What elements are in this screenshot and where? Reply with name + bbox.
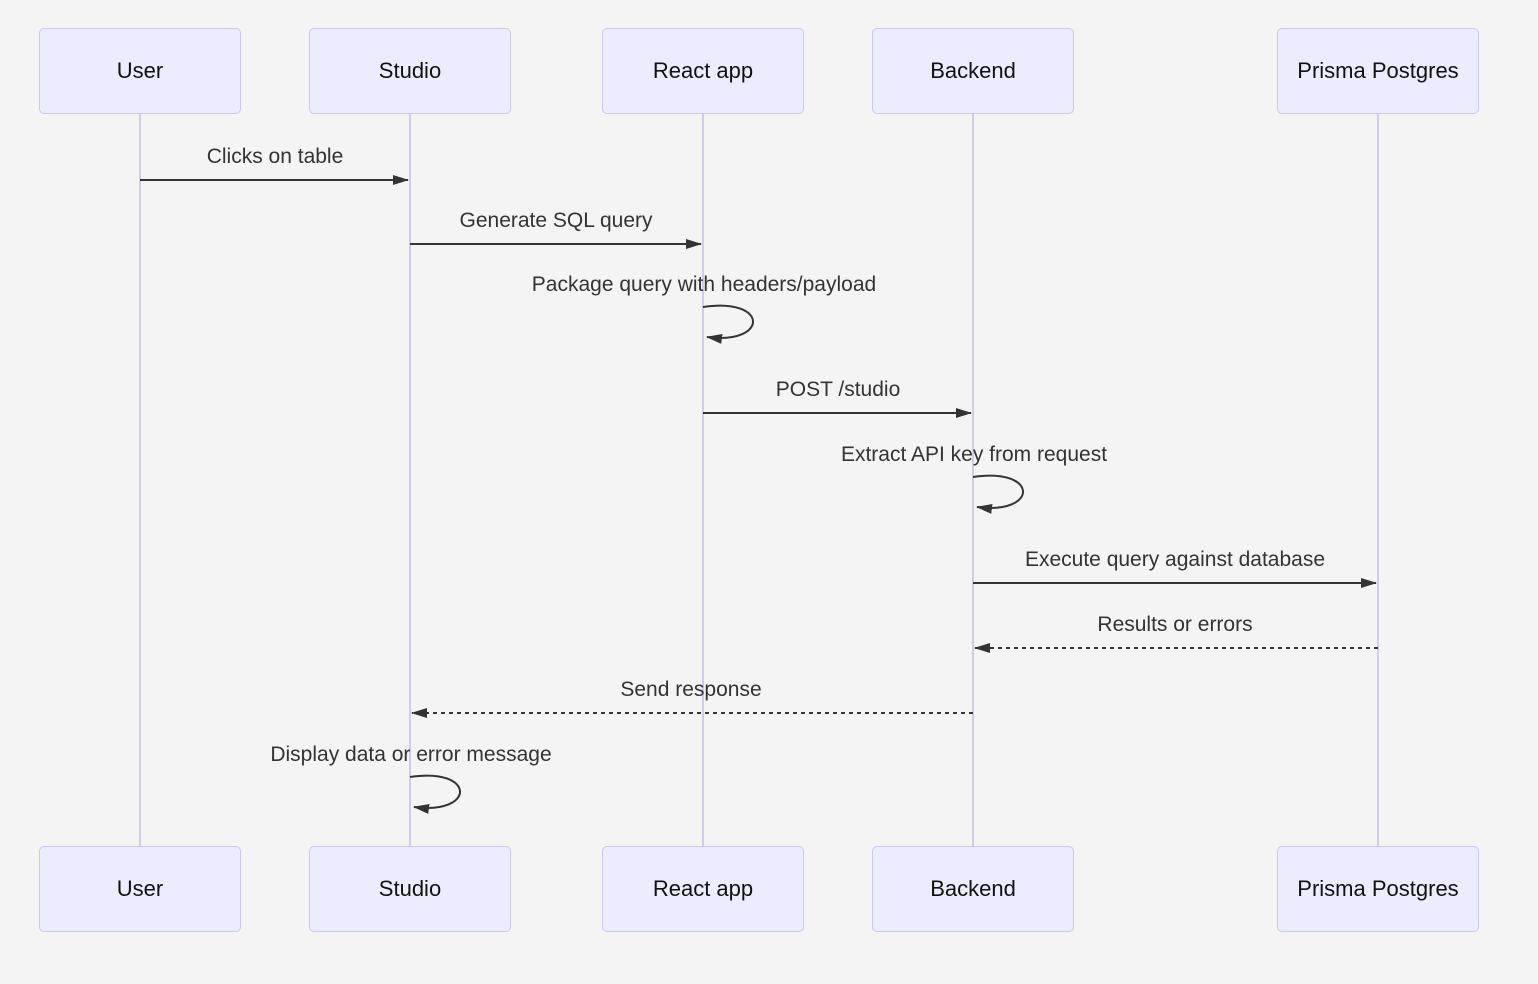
actor-bottom-user: User xyxy=(39,846,241,932)
actor-bottom-studio: Studio xyxy=(309,846,511,932)
message-label-send-response: Send response xyxy=(620,678,762,701)
arrow-extract-api-key-self xyxy=(972,474,1024,514)
actor-top-user: User xyxy=(39,28,241,114)
actor-bottom-react-app: React app xyxy=(602,846,804,932)
actor-top-prisma-postgres: Prisma Postgres xyxy=(1277,28,1479,114)
lifeline-studio xyxy=(409,114,411,846)
message-label-extract-api-key: Extract API key from request xyxy=(840,443,1108,466)
lifeline-backend xyxy=(972,114,974,846)
lifeline-react-app xyxy=(702,114,704,846)
arrow-display-data-self xyxy=(409,774,461,814)
actor-bottom-prisma-postgres: Prisma Postgres xyxy=(1277,846,1479,932)
message-label-post-studio: POST /studio xyxy=(775,378,901,401)
message-label-generate-sql: Generate SQL query xyxy=(459,209,653,232)
message-label-display-data: Display data or error message xyxy=(270,743,552,766)
actor-top-backend: Backend xyxy=(872,28,1074,114)
actor-bottom-backend: Backend xyxy=(872,846,1074,932)
lifeline-prisma-postgres xyxy=(1377,114,1379,846)
actor-top-react-app: React app xyxy=(602,28,804,114)
arrow-package-query-self xyxy=(702,304,754,344)
message-label-package-query: Package query with headers/payload xyxy=(531,273,877,296)
message-label-results-or-errors: Results or errors xyxy=(1097,613,1253,636)
message-label-execute-query: Execute query against database xyxy=(1024,548,1326,571)
lifeline-user xyxy=(139,114,141,846)
actor-top-studio: Studio xyxy=(309,28,511,114)
message-label-clicks-on-table: Clicks on table xyxy=(206,145,344,168)
